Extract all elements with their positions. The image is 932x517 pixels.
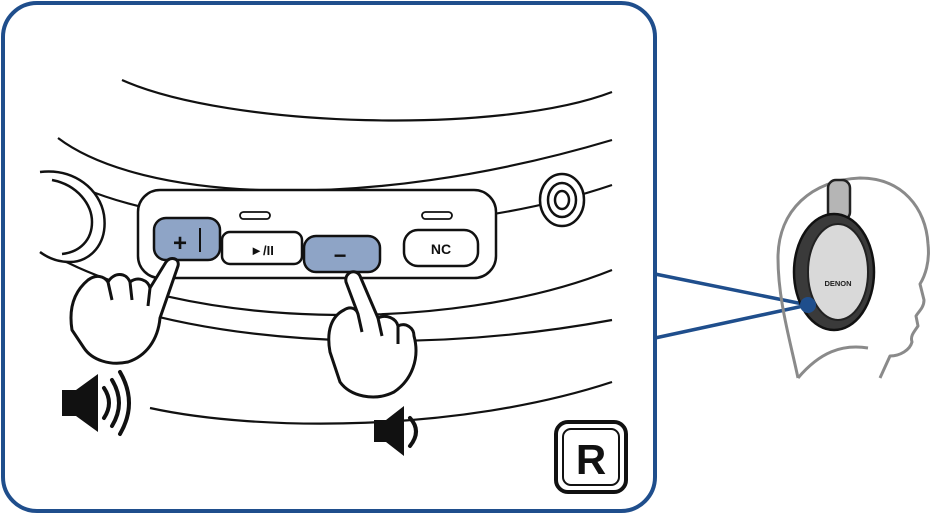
side-badge-label: R (576, 436, 606, 483)
brand-logo: DENON (824, 279, 851, 288)
noise-cancel-button[interactable]: NC (402, 228, 480, 268)
led-indicator-play (239, 211, 271, 220)
volume-down-button[interactable]: − (302, 234, 382, 274)
volume-down-label: − (334, 243, 347, 268)
head-silhouette (776, 176, 930, 379)
led-indicator-nc (421, 211, 453, 220)
play-pause-label: ►/II (250, 243, 274, 258)
volume-up-label: + (173, 230, 187, 257)
audio-jack (538, 172, 586, 228)
pointing-hand-icon (327, 270, 418, 399)
side-knob (39, 170, 106, 264)
speaker-quiet-icon (374, 406, 418, 456)
play-pause-button[interactable]: ►/II (220, 230, 304, 266)
callout-leader (654, 272, 809, 340)
noise-cancel-label: NC (431, 241, 451, 257)
pointing-hand-icon (69, 257, 180, 365)
side-badge: R (554, 420, 628, 494)
callout-dot (800, 297, 816, 313)
speaker-loud-icon (62, 370, 131, 436)
volume-up-button[interactable]: + (152, 216, 222, 262)
